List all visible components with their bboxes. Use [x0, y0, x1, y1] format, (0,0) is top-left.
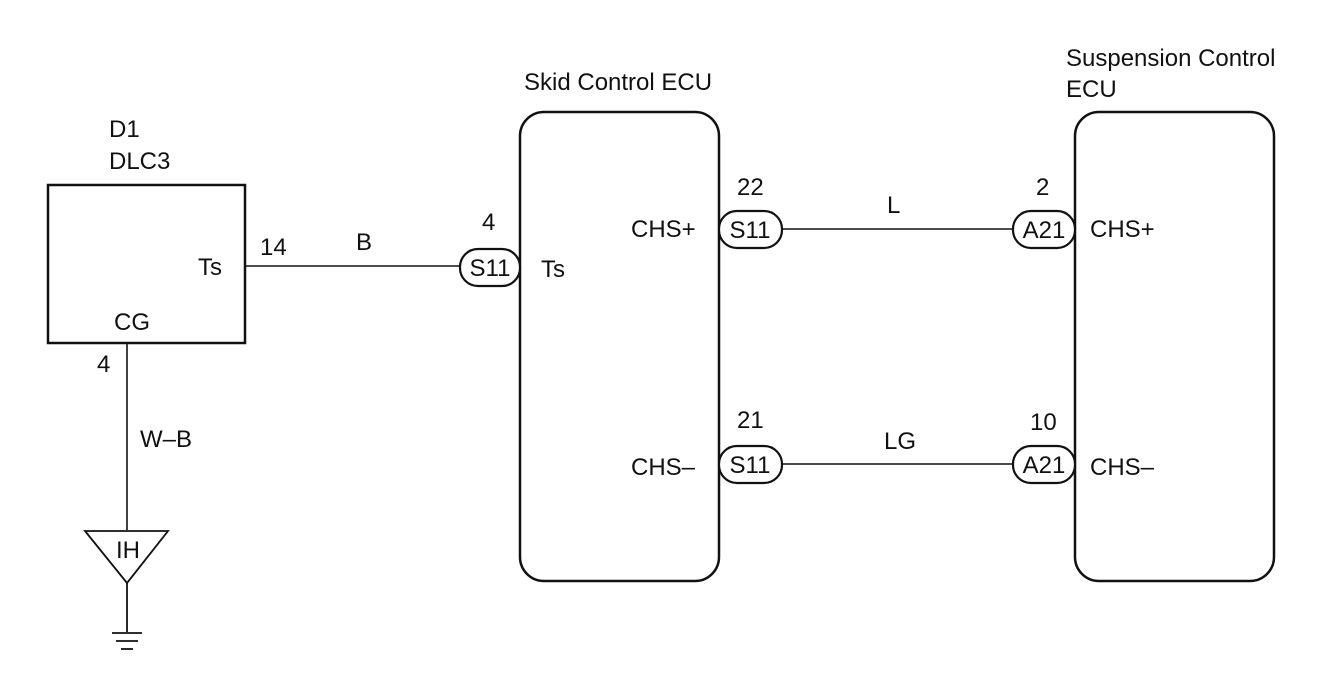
skid-ecu-box [518, 110, 721, 583]
suspension-ecu-box [1073, 110, 1276, 583]
dlc3-connector-id: D1 [109, 116, 140, 143]
suspension-ecu-chs-plus-connector-label: A21 [1023, 217, 1066, 244]
skid-ecu-chs-minus-pin: 21 [737, 407, 764, 434]
skid-ecu-chs-plus-connector-label: S11 [730, 217, 771, 244]
ground-point-label: IH [116, 537, 140, 564]
suspension-control-ecu: Suspension Control ECU 2 A21 CHS+ 10 A21… [1011, 45, 1276, 583]
skid-ecu-chs-minus-connector-label: S11 [730, 452, 771, 479]
dlc3-component: D1 DLC3 Ts CG 14 4 [46, 116, 287, 378]
ground-triangle [83, 530, 170, 585]
skid-ecu-ts-label: Ts [541, 256, 565, 283]
skid-ecu-title: Skid Control ECU [524, 69, 712, 96]
suspension-ecu-chs-minus-pin: 10 [1030, 409, 1057, 436]
dlc3-box [46, 183, 247, 345]
skid-control-ecu: Skid Control ECU 4 S11 Ts CHS+ 22 S11 CH… [458, 69, 784, 583]
suspension-ecu-chs-minus-connector-label: A21 [1023, 452, 1066, 479]
suspension-ecu-chs-plus-label: CHS+ [1090, 216, 1155, 243]
skid-ecu-chs-plus-pin: 22 [737, 174, 764, 201]
wire-chs-plus-color: L [887, 192, 900, 219]
wire-ground-color: W–B [140, 426, 192, 453]
wire-chs-minus-color: LG [884, 428, 916, 455]
dlc3-pin-cg-number: 4 [97, 351, 110, 378]
dlc3-name: DLC3 [109, 148, 170, 175]
skid-ecu-ts-pin: 4 [482, 209, 495, 236]
skid-ecu-ts-connector-label: S11 [470, 255, 511, 282]
suspension-ecu-chs-plus-connector [1011, 209, 1077, 250]
suspension-ecu-title-line1: Suspension Control [1066, 45, 1275, 72]
dlc3-pin-cg-label: CG [114, 309, 150, 336]
skid-ecu-ts-connector [458, 247, 522, 288]
skid-ecu-chs-minus-label: CHS– [631, 454, 696, 481]
suspension-ecu-title-line2: ECU [1066, 76, 1117, 103]
dlc3-pin-ts-number: 14 [260, 234, 287, 261]
suspension-ecu-chs-plus-pin: 2 [1036, 174, 1049, 201]
dlc3-pin-ts-label: Ts [198, 254, 222, 281]
wire-ts-color: B [356, 229, 372, 256]
ground-point: IH [83, 530, 170, 650]
suspension-ecu-chs-minus-connector [1011, 444, 1077, 485]
skid-ecu-chs-plus-label: CHS+ [631, 216, 696, 243]
suspension-ecu-chs-minus-label: CHS– [1090, 454, 1155, 481]
